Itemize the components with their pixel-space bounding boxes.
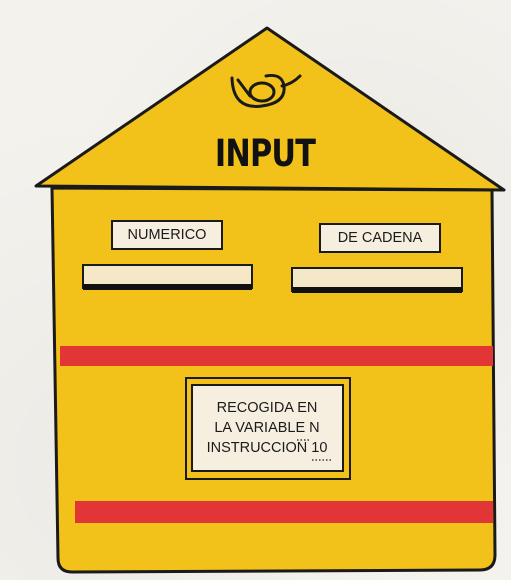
red-stripe-upper (60, 346, 493, 366)
string-label: DE CADENA (320, 226, 440, 250)
variable-note-text: RECOGIDA EN LA VARIABLE N INSTRUCCION 10 (196, 398, 338, 458)
red-stripe-lower (75, 501, 493, 523)
numeric-label: NUMERICO (112, 223, 222, 247)
numeric-mail-slot (83, 265, 252, 290)
page-title: INPUT (195, 132, 334, 175)
string-mail-slot (292, 268, 462, 293)
note-line-1: RECOGIDA EN (196, 398, 338, 418)
note-line-3: INSTRUCCION 10 (196, 438, 338, 458)
note-line-2: LA VARIABLE N (196, 418, 338, 438)
